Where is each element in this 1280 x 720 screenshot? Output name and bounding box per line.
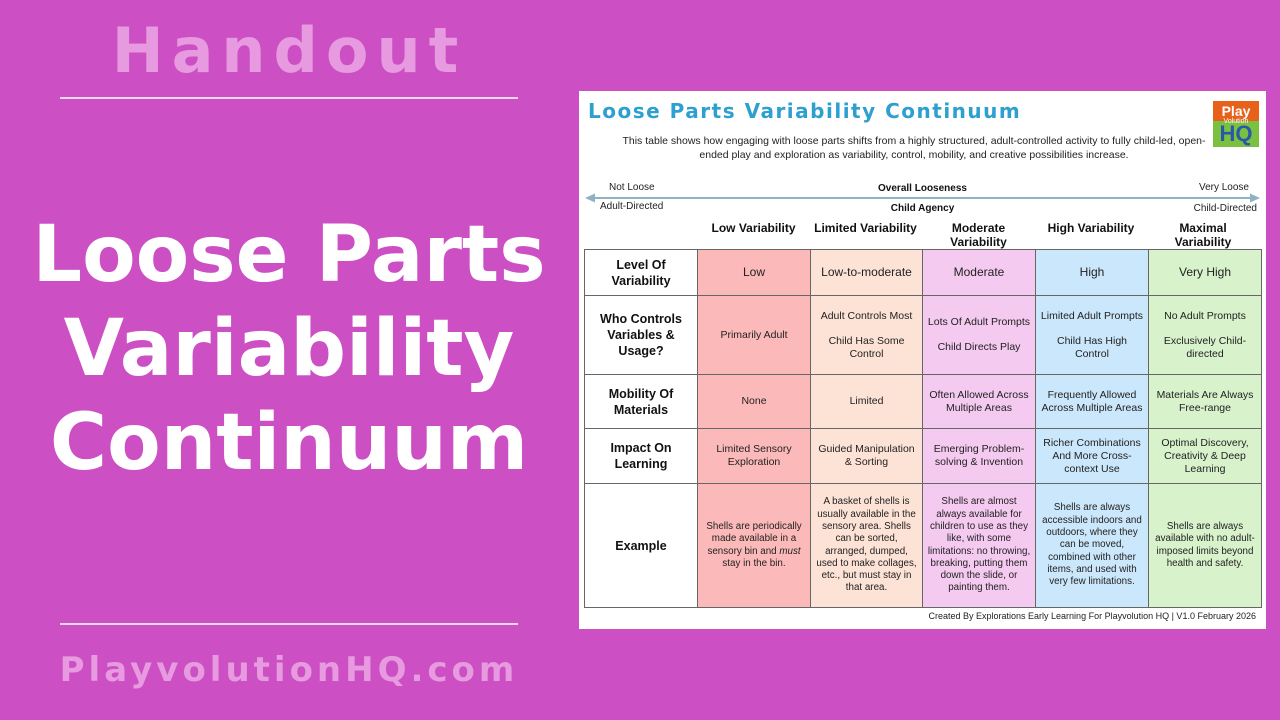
handout-document: Loose Parts Variability Continuum Play H… [579, 91, 1266, 629]
table-cell: Optimal Discovery, Creativity & Deep Lea… [1148, 428, 1262, 484]
table-row: Who Controls Variables & Usage? Primaril… [584, 295, 1262, 375]
table-cell: Limited [810, 374, 923, 429]
table-cell: Low [697, 249, 811, 296]
row-header: Level Of Variability [584, 249, 698, 296]
credit-line: Created By Explorations Early Learning F… [928, 611, 1256, 621]
row-header: Impact On Learning [584, 428, 698, 484]
slide-title: Loose Parts Variability Continuum [32, 210, 546, 488]
row-header: Who Controls Variables & Usage? [584, 295, 698, 375]
continuum-arrow [585, 193, 1260, 203]
table-cell: Low-to-moderate [810, 249, 923, 296]
table-cell: Limited Sensory Exploration [697, 428, 811, 484]
table-cell: Shells are periodically made available i… [697, 483, 811, 608]
table-cell: Shells are always available with no adul… [1148, 483, 1262, 608]
playvolution-logo: Play HQ Volution [1213, 101, 1259, 147]
table-cell: Shells are always accessible indoors and… [1035, 483, 1149, 608]
col-maximal: Maximal Variability [1174, 221, 1232, 249]
axis-child-directed: Child-Directed [1193, 203, 1257, 214]
axis-very-loose: Very Loose [1198, 182, 1249, 193]
col-moderate: Moderate Variability [950, 221, 1007, 249]
divider-bottom [60, 623, 518, 625]
table-cell: Moderate [922, 249, 1036, 296]
table-cell: High [1035, 249, 1149, 296]
document-title: Loose Parts Variability Continuum [588, 99, 1022, 123]
col-low: Low Variability [711, 221, 796, 235]
site-url: PlayvolutionHQ.com [59, 650, 519, 690]
table-cell: Shells are almost always available for c… [922, 483, 1036, 608]
table-cell: A basket of shells is usually available … [810, 483, 923, 608]
table-row: Level Of Variability Low Low-to-moderate… [584, 249, 1262, 296]
table-cell: Materials Are Always Free-range [1148, 374, 1262, 429]
continuum-table: Level Of Variability Low Low-to-moderate… [584, 249, 1262, 608]
divider-top [60, 97, 518, 99]
table-cell: None [697, 374, 811, 429]
table-cell: Primarily Adult [697, 295, 811, 375]
table-row: Example Shells are periodically made ava… [584, 483, 1262, 608]
axis-adult-directed: Adult-Directed [600, 201, 664, 212]
table-cell: Frequently Allowed Across Multiple Areas [1035, 374, 1149, 429]
table-cell: Guided Manipulation & Sorting [810, 428, 923, 484]
handout-label: Handout [111, 14, 467, 87]
document-description: This table shows how engaging with loose… [622, 135, 1206, 161]
table-cell: Richer Combinations And More Cross-conte… [1035, 428, 1149, 484]
col-high: High Variability [1047, 221, 1135, 235]
table-cell: Emerging Problem-solving & Invention [922, 428, 1036, 484]
row-header: Example [584, 483, 698, 608]
axis-not-loose: Not Loose [609, 182, 655, 193]
table-cell: Very High [1148, 249, 1262, 296]
table-cell: Often Allowed Across Multiple Areas [922, 374, 1036, 429]
table-row: Mobility Of Materials None Limited Often… [584, 374, 1262, 429]
col-limited: Limited Variability [814, 221, 917, 235]
axis-overall-looseness: Overall Looseness [878, 183, 967, 194]
row-header: Mobility Of Materials [584, 374, 698, 429]
table-row: Impact On Learning Limited Sensory Explo… [584, 428, 1262, 484]
axis-child-agency: Child Agency [890, 203, 955, 214]
